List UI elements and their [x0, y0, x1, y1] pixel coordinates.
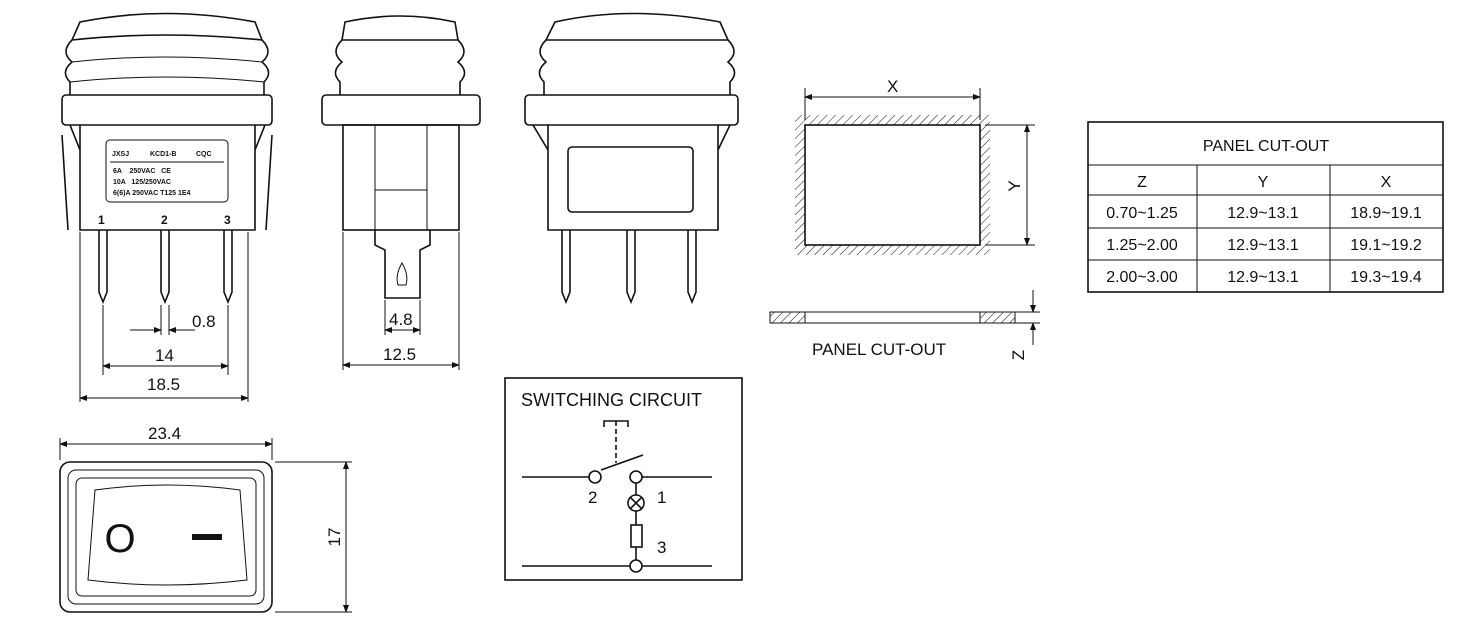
dim-body-width: 18.5	[147, 375, 180, 394]
table-cell: 12.9~13.1	[1227, 237, 1299, 254]
label-rating-1: 6A 250VAC CE	[113, 168, 171, 175]
label-model: KCD1-B	[150, 151, 176, 158]
label-brand: JXSJ	[112, 151, 129, 158]
lamp-icon	[627, 494, 645, 512]
top-view: O 23.4 17	[59, 424, 352, 613]
front-view: JXSJ KCD1-B CQC 6A 250VAC CE 10A 125/250…	[61, 12, 273, 402]
cutout-y-label: Y	[1005, 180, 1024, 191]
table-row: 2.00~3.00 12.9~13.1 19.3~19.4	[1106, 269, 1422, 286]
terminal-2-label: 2	[588, 488, 597, 507]
resistor-icon	[630, 524, 643, 548]
dim-body-depth: 12.5	[383, 345, 416, 364]
circuit-title: SWITCHING CIRCUIT	[521, 390, 702, 410]
dim-top-width: 23.4	[148, 424, 181, 443]
dim-terminal-width: 4.8	[389, 310, 413, 329]
dim-pin-width: 0.8	[192, 312, 216, 331]
pin-number-2: 2	[161, 213, 168, 227]
table-cell: 0.70~1.25	[1106, 205, 1178, 222]
cutout-z-label: Z	[1009, 350, 1028, 360]
table-row: 0.70~1.25 12.9~13.1 18.9~19.1	[1106, 205, 1422, 222]
dim-top-height: 17	[325, 528, 344, 547]
cutout-table: PANEL CUT-OUT Z Y X 0.70~1.25 12.9~13.1 …	[1087, 121, 1444, 293]
table-title: PANEL CUT-OUT	[1203, 138, 1329, 155]
dim-pin-pitch: 14	[155, 346, 174, 365]
table-cell: 2.00~3.00	[1106, 269, 1178, 286]
terminal-3-label: 3	[657, 538, 666, 557]
cutout-x-label: X	[887, 77, 898, 96]
table-cell: 19.1~19.2	[1350, 237, 1422, 254]
table-header-y: Y	[1258, 174, 1269, 191]
switching-circuit: SWITCHING CIRCUIT 2 1 3	[504, 377, 743, 581]
pin-number-1: 1	[98, 213, 105, 227]
cqc-logo: CQC	[196, 151, 212, 158]
side-view: 4.8 12.5	[321, 15, 481, 370]
pin-number-3: 3	[224, 213, 231, 227]
table-cell: 12.9~13.1	[1227, 269, 1299, 286]
table-header-x: X	[1381, 174, 1392, 191]
back-view	[524, 12, 739, 305]
label-rating-3: 6(6)A 250VAC T125 1E4	[113, 190, 191, 197]
table-row: 1.25~2.00 12.9~13.1 19.1~19.2	[1106, 237, 1422, 254]
label-rating-2: 10A 125/250VAC	[113, 179, 171, 186]
off-symbol: O	[104, 517, 135, 561]
terminal-1-label: 1	[657, 488, 666, 507]
panel-cutout: X Y Z PANEL CUT-OUT	[769, 77, 1040, 360]
table-cell: 1.25~2.00	[1106, 237, 1178, 254]
on-symbol-icon	[192, 534, 222, 540]
cutout-caption: PANEL CUT-OUT	[812, 340, 946, 359]
table-cell: 18.9~19.1	[1350, 205, 1422, 222]
table-header-z: Z	[1137, 174, 1147, 191]
table-cell: 19.3~19.4	[1350, 269, 1422, 286]
table-cell: 12.9~13.1	[1227, 205, 1299, 222]
